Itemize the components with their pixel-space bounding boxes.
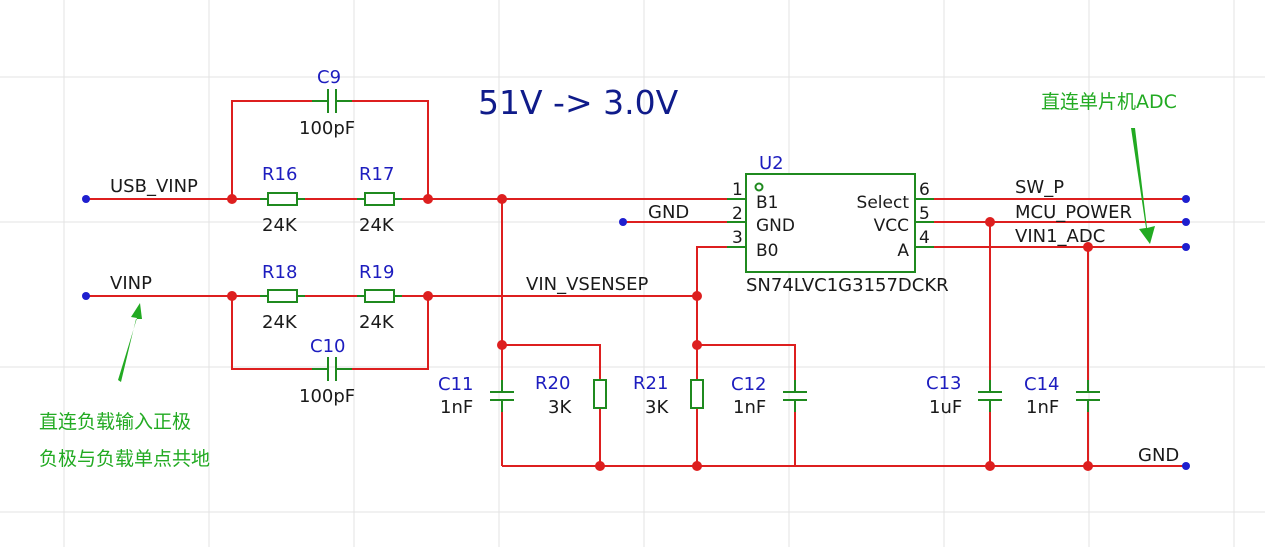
designator-r21: R21 [633,373,668,394]
designator-u2: U2 [759,153,784,174]
value-c12: 1nF [733,397,766,418]
capacitor-c12-symbol[interactable] [783,380,807,412]
ic-pin6-number: 6 [919,180,930,200]
net-label-sw-p: SW_P [1015,177,1064,198]
value-r20: 3K [548,397,572,418]
ic-pin4-number: 4 [919,228,930,248]
net-label-mcu-power: MCU_POWER [1015,202,1132,223]
port-mcu-power[interactable] [1182,218,1190,226]
capacitor-c13-symbol[interactable] [978,380,1002,412]
ic-pin5-name: VCC [874,216,909,236]
port-gnd-in[interactable] [619,218,627,226]
value-c11: 1nF [440,397,473,418]
value-c10: 100pF [299,386,355,407]
ic-pin1-name: B1 [756,193,778,213]
designator-c9: C9 [317,67,341,88]
net-label-gnd-in: GND [648,202,689,223]
designator-r17: R17 [359,164,394,185]
port-vin1-adc[interactable] [1182,243,1190,251]
capacitor-c14-symbol[interactable] [1076,380,1100,412]
annotation-load-positive: 直连负载输入正极 [39,411,191,433]
value-r19: 24K [359,312,395,333]
ic-pin4-name: A [897,241,909,261]
port-sw-p[interactable] [1182,195,1190,203]
junctions [227,194,1093,471]
net-label-vinp: VINP [110,273,152,294]
ic-pin5-number: 5 [919,204,930,224]
ic-pin1-number: 1 [732,180,743,200]
designator-r18: R18 [262,262,297,283]
designator-c10: C10 [310,336,345,357]
arrow-adc [1131,128,1155,244]
net-label-vin-vsensep: VIN_VSENSEP [526,274,648,295]
capacitor-c9-symbol[interactable] [312,89,352,113]
net-label-vin1-adc: VIN1_ADC [1015,226,1105,247]
schematic-title: 51V -> 3.0V [478,83,679,122]
value-c9: 100pF [299,118,355,139]
value-r16: 24K [262,215,298,236]
value-r18: 24K [262,312,298,333]
value-r21: 3K [645,397,669,418]
net-label-usb-vinp: USB_VINP [110,176,198,197]
port-vinp[interactable] [82,292,90,300]
resistor-r21-body[interactable] [690,379,704,409]
designator-c12: C12 [731,374,766,395]
designator-c14: C14 [1024,374,1059,395]
ic-pin2-name: GND [756,216,795,236]
arrow-load [118,303,142,382]
ic-part-number: SN74LVC1G3157DCKR [746,275,949,296]
ic-pin2-number: 2 [732,204,743,224]
ic-pin3-name: B0 [756,241,778,261]
capacitor-c11-symbol[interactable] [490,380,514,412]
ic-pin6-name: Select [857,193,910,213]
port-usb-vinp[interactable] [82,195,90,203]
capacitor-c10-symbol[interactable] [312,357,352,381]
value-c14: 1nF [1026,397,1059,418]
resistor-r18-body[interactable] [267,289,298,303]
resistor-r20-body[interactable] [593,379,607,409]
ic-u2-body[interactable] [745,173,916,273]
designator-r16: R16 [262,164,297,185]
designator-c11: C11 [438,374,473,395]
annotation-adc: 直连单片机ADC [1041,91,1177,113]
value-c13: 1uF [929,397,962,418]
wires [86,100,1186,467]
net-label-gnd-out: GND [1138,445,1179,466]
annotation-arrows [118,128,1155,382]
designator-r20: R20 [535,373,570,394]
value-r17: 24K [359,215,395,236]
ic-pin3-number: 3 [732,228,743,248]
resistor-r17-body[interactable] [364,192,395,206]
resistor-r19-body[interactable] [364,289,395,303]
designator-c13: C13 [926,373,961,394]
port-gnd-out[interactable] [1182,462,1190,470]
resistor-r16-body[interactable] [267,192,298,206]
designator-r19: R19 [359,262,394,283]
annotation-load-ground: 负极与负载单点共地 [39,448,210,470]
ic-pin1-marker [754,182,764,192]
